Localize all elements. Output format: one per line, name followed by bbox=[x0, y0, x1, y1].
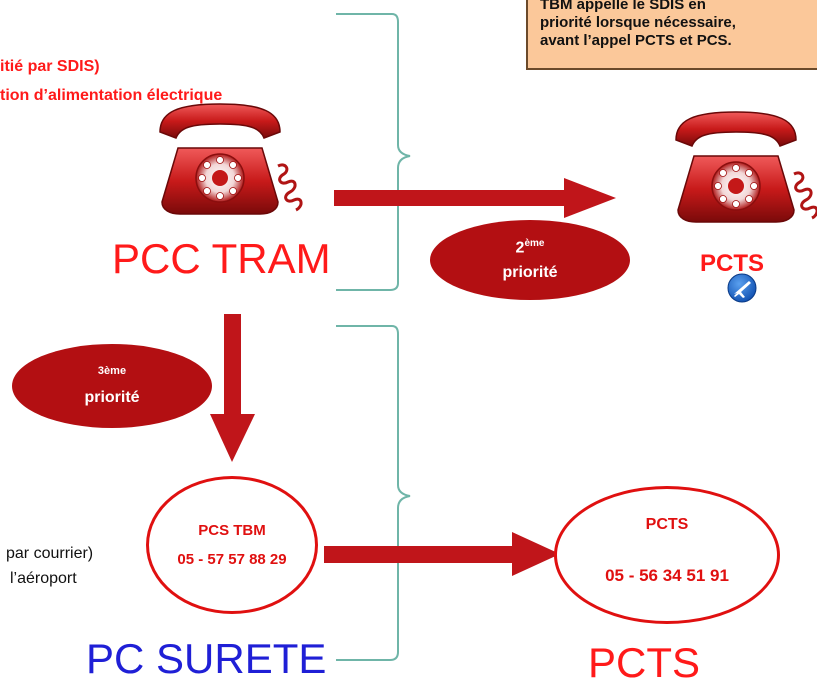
second-priority-badge: 2ème priorité bbox=[430, 220, 630, 300]
priority-suffix: ème bbox=[524, 238, 545, 250]
arrow-pcs-to-pcts bbox=[324, 532, 560, 576]
priority-ordinal: 3ème bbox=[97, 365, 127, 377]
sdis-line-1: itié par SDIS) bbox=[0, 58, 100, 75]
pcts-phone: 05 - 56 34 51 91 bbox=[605, 566, 729, 585]
note-line: TBM appelle le SDIS en bbox=[540, 0, 706, 13]
top-brace bbox=[336, 13, 411, 291]
pcts-circle: PCTS 05 - 56 34 51 91 bbox=[554, 486, 780, 624]
pcts-phone-label: PCTS bbox=[700, 250, 765, 277]
arrow-pcc-to-surete bbox=[210, 314, 255, 462]
airport-text: l’aéroport bbox=[10, 570, 77, 587]
courrier-text: par courrier) bbox=[6, 545, 94, 562]
priority-word: priorité bbox=[502, 263, 558, 281]
priority-note: TBM appelle le SDIS en priorité lorsque … bbox=[526, 0, 817, 70]
priority-word: priorité bbox=[84, 389, 140, 406]
pcs-tbm-circle: PCS TBM 05 - 57 57 88 29 bbox=[146, 476, 318, 614]
pcts-name: PCTS bbox=[645, 516, 689, 533]
pc-surete-label: PC SURETE bbox=[86, 635, 327, 682]
sdis-line-2: tion d’alimentation électrique bbox=[0, 87, 223, 104]
airplane-icon bbox=[727, 273, 757, 303]
note-line: avant l’appel PCTS et PCS. bbox=[540, 32, 732, 49]
third-priority-badge: 3ème priorité bbox=[12, 344, 212, 428]
bottom-brace bbox=[336, 325, 411, 661]
priority-ordinal: 2 bbox=[515, 239, 525, 257]
pcs-tbm-phone: 05 - 57 57 88 29 bbox=[177, 551, 287, 568]
pcs-tbm-name: PCS TBM bbox=[198, 522, 266, 539]
telephone-icon bbox=[158, 102, 303, 216]
pcts-bottom-label: PCTS bbox=[588, 639, 701, 686]
telephone-icon bbox=[674, 110, 817, 224]
pcc-tram-label: PCC TRAM bbox=[112, 235, 331, 282]
arrow-pcc-to-pcts bbox=[334, 178, 616, 218]
note-line: priorité lorsque nécessaire, bbox=[540, 14, 736, 31]
